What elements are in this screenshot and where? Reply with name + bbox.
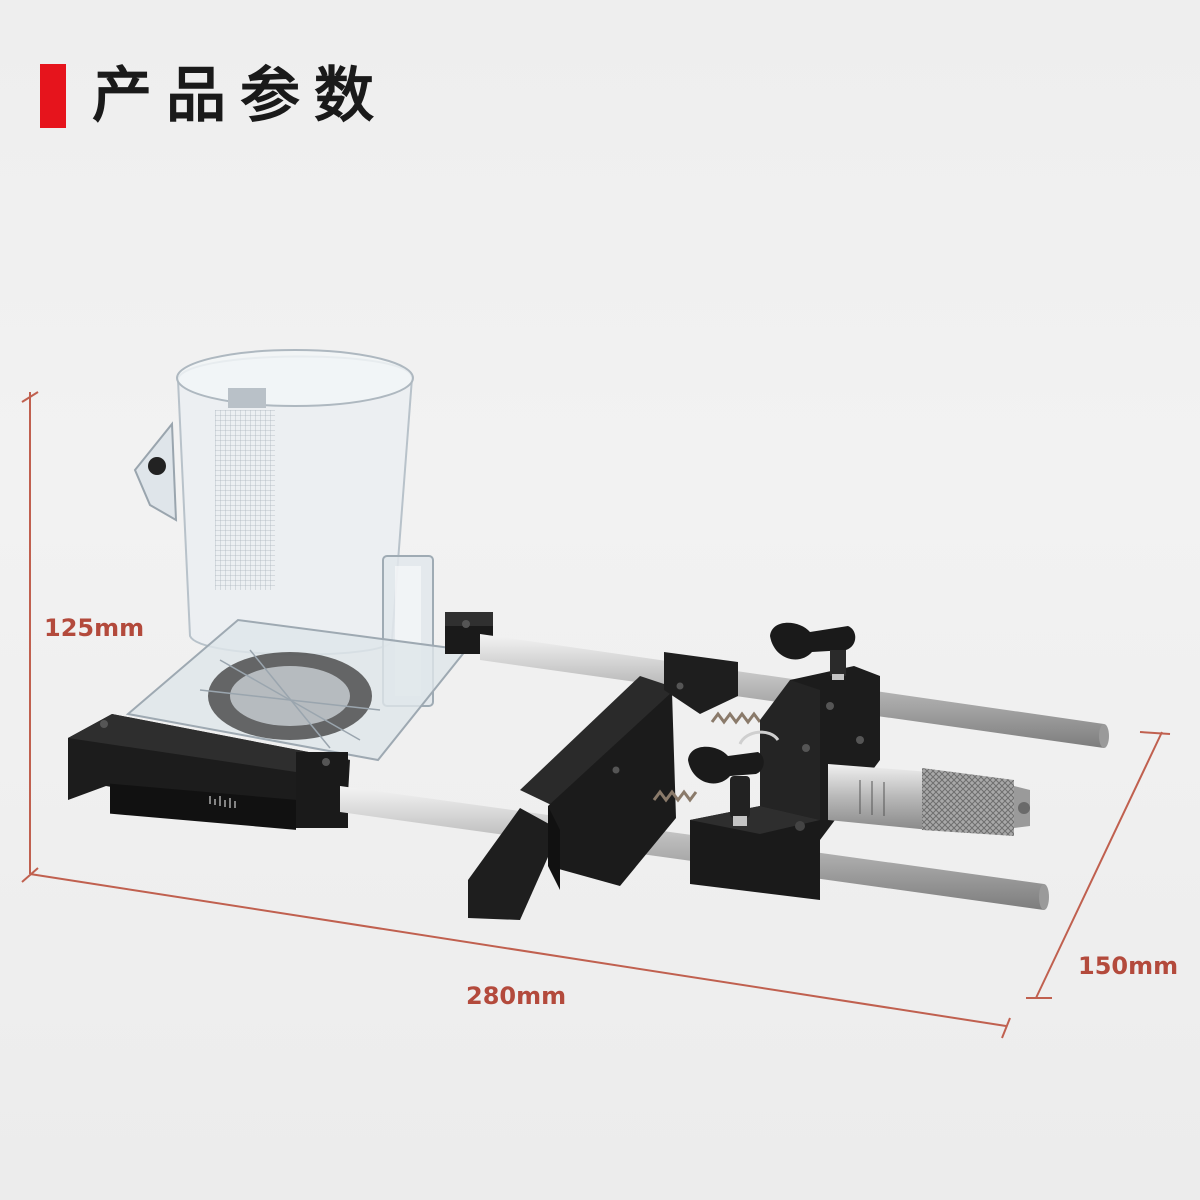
width-dimension-label: 150mm	[1078, 952, 1179, 980]
width-dimension-line	[1035, 731, 1163, 999]
clamp-knobs	[688, 622, 856, 826]
dimension-lines	[21, 391, 1171, 1039]
micrometer-frame	[690, 666, 1030, 900]
header-accent-bar	[40, 64, 66, 128]
height-dimension-cap-top	[21, 391, 39, 403]
width-dimension-cap-top	[1139, 731, 1171, 735]
length-dimension-label: 280mm	[466, 982, 567, 1010]
height-dimension-label: 125mm	[44, 614, 145, 642]
length-dimension-cap-end	[1001, 1017, 1011, 1039]
carriage-assembly	[468, 652, 762, 920]
router-base-assembly	[125, 349, 468, 762]
length-dimension-line	[29, 873, 1007, 1027]
page-title: 产品参数	[92, 61, 388, 131]
left-end-block	[68, 612, 493, 830]
